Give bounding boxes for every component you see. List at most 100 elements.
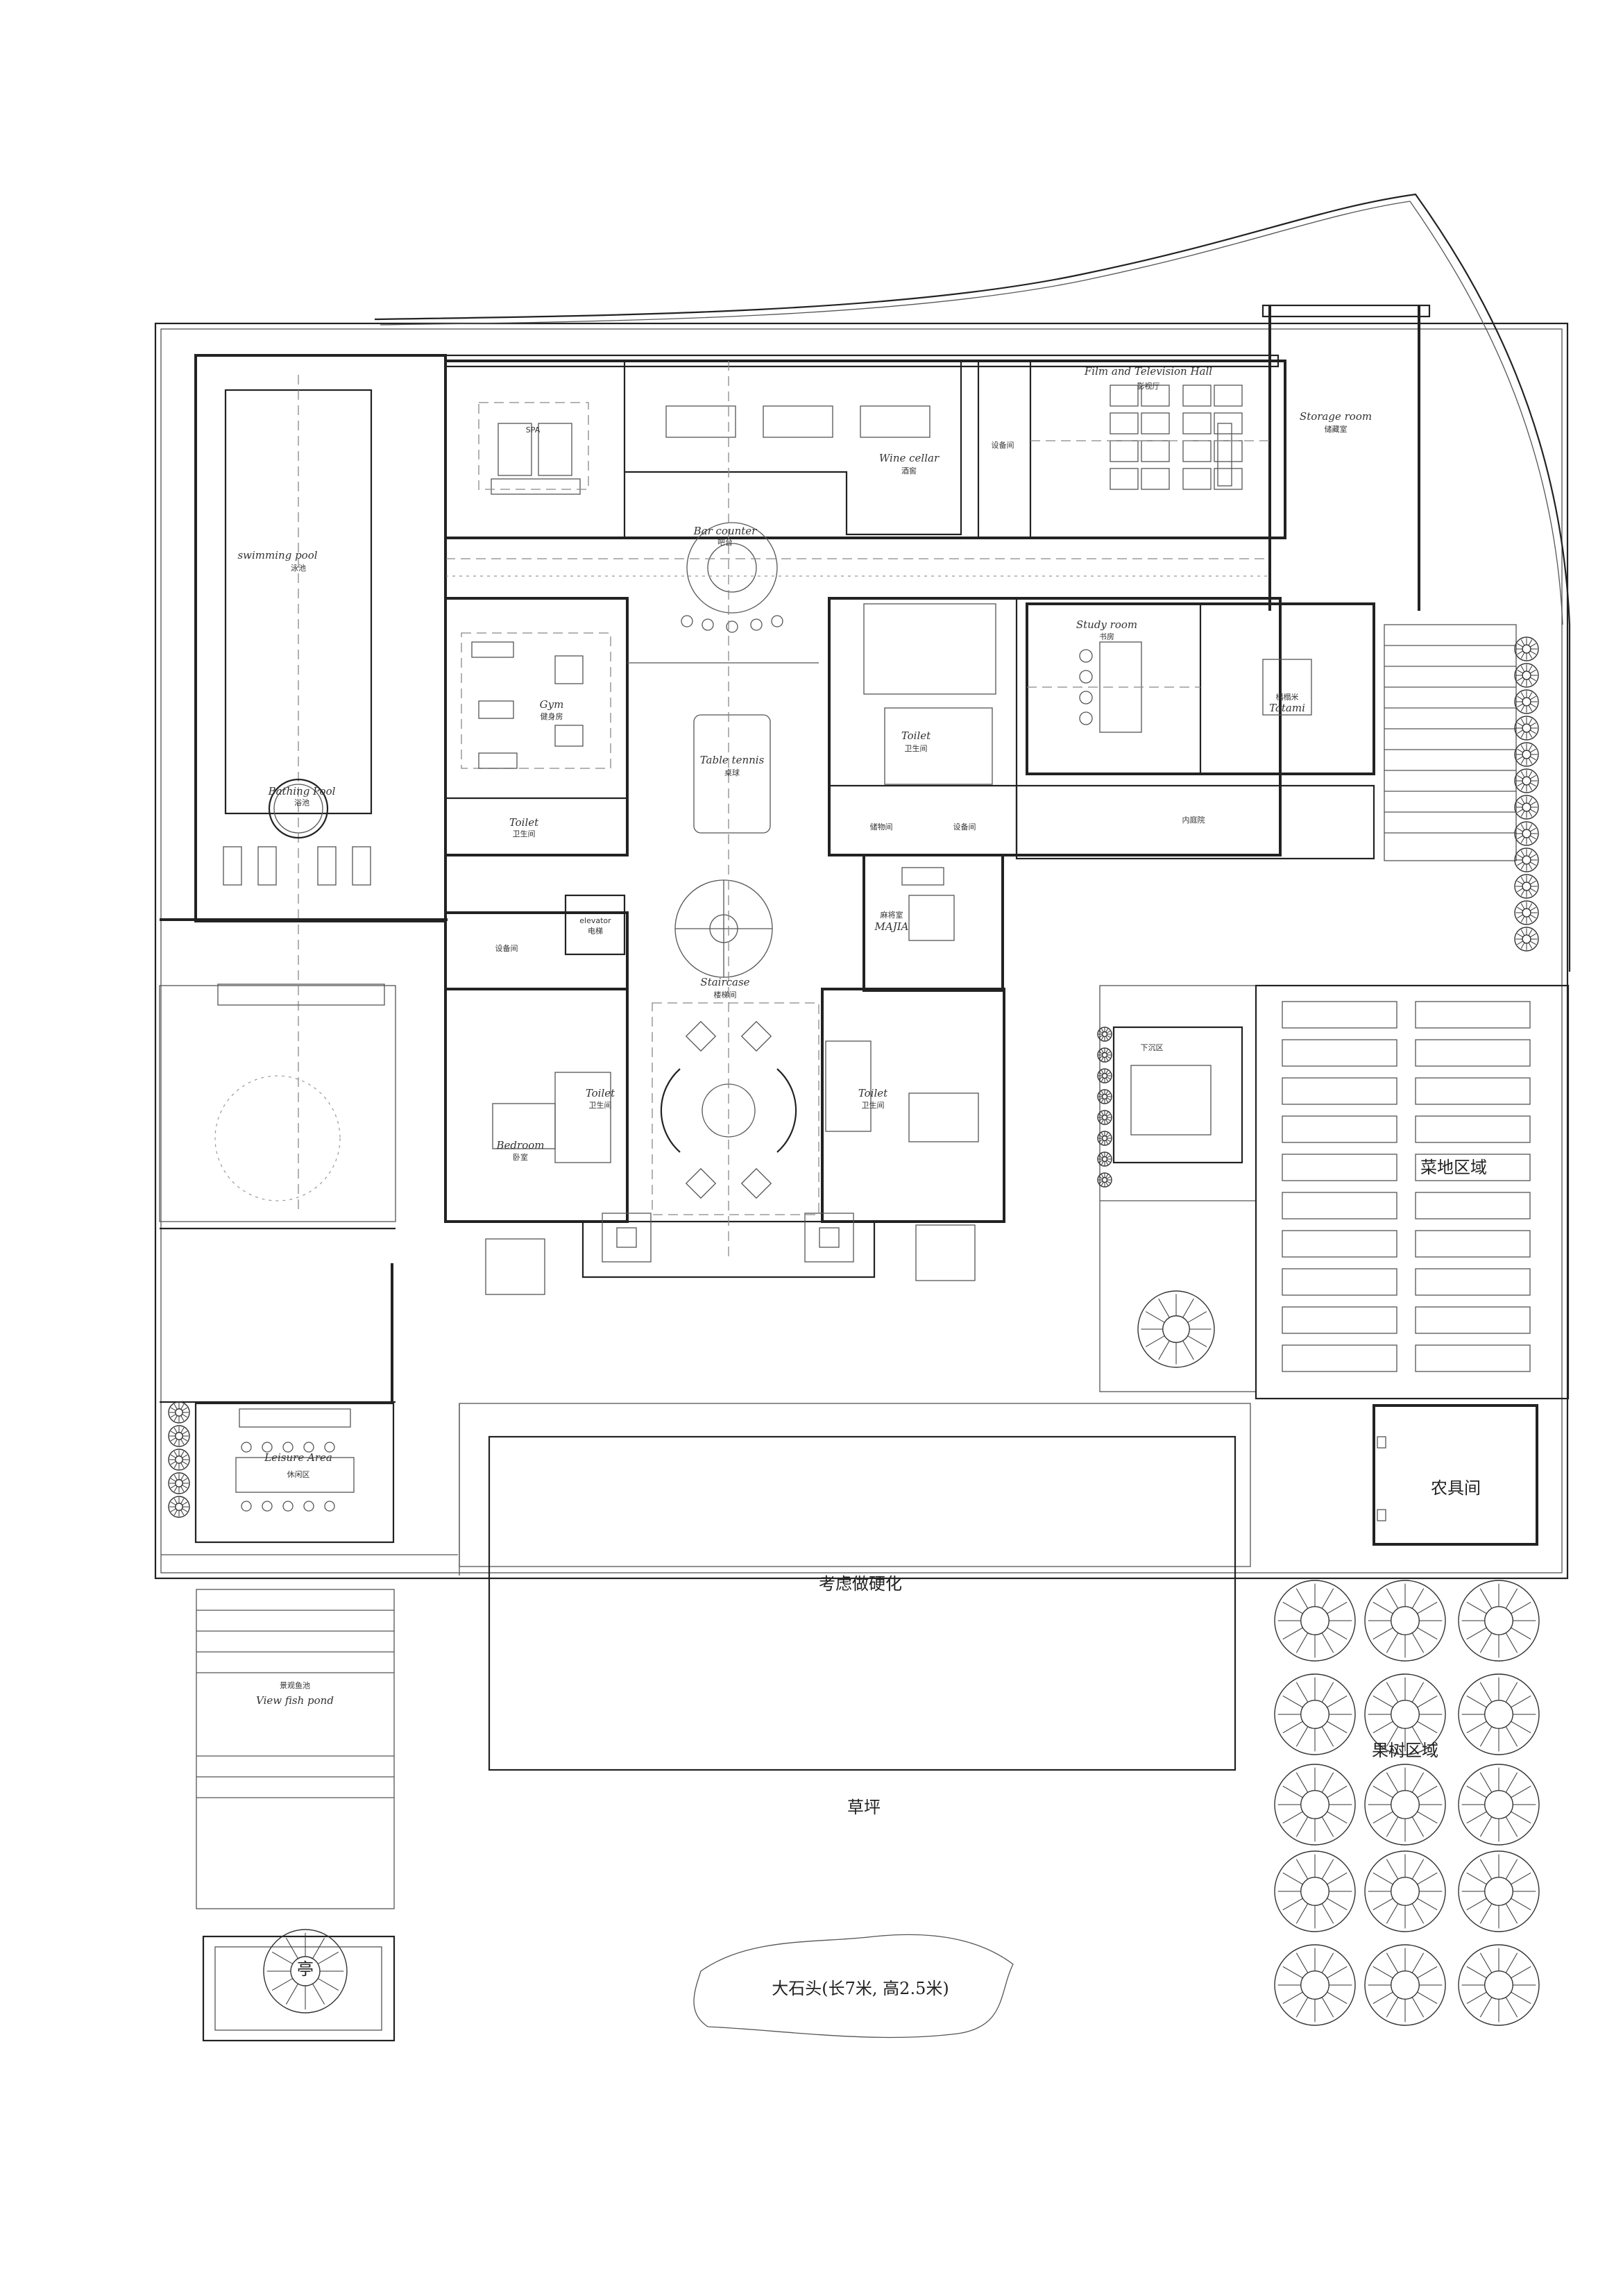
shrub-icon bbox=[1097, 1027, 1112, 1042]
table-tennis-label-cn: 桌球 bbox=[724, 768, 740, 777]
tree-icon bbox=[1364, 1850, 1446, 1932]
shrub-icon bbox=[1514, 636, 1539, 661]
equipment-room-top-label: 设备间 bbox=[992, 440, 1014, 450]
tree-icon bbox=[1274, 1764, 1356, 1846]
toilet-right-label-cn: 卫生间 bbox=[905, 743, 928, 753]
bedroom-label-cn: 卧室 bbox=[513, 1152, 528, 1162]
wine-cellar-label-cn: 酒窖 bbox=[901, 466, 917, 475]
tree-icon bbox=[1458, 1673, 1540, 1755]
fish-pond-area bbox=[196, 1589, 396, 2042]
shrub-icon bbox=[168, 1472, 190, 1494]
shrub-icon bbox=[1097, 1131, 1112, 1146]
hardening-label-cn: 考虑做硬化 bbox=[819, 1574, 902, 1594]
equipment-room-left-label-cn: 设备间 bbox=[495, 943, 518, 953]
big-stone-label-cn: 大石头(长7米, 高2.5米) bbox=[772, 1979, 949, 1998]
toilet-gym-label: Toilet bbox=[509, 816, 539, 829]
leisure-area-shape bbox=[161, 1402, 458, 1555]
pavilion-label-cn: 亭 bbox=[297, 1959, 314, 1979]
shrub-icon bbox=[1514, 927, 1539, 952]
shrub-icon bbox=[1097, 1068, 1112, 1083]
shrub-icon bbox=[1514, 663, 1539, 688]
shrub-icon bbox=[1514, 874, 1539, 899]
storage-room-label-cn: 储藏室 bbox=[1325, 424, 1348, 434]
shrub-icon bbox=[1097, 1047, 1112, 1063]
west-yard bbox=[159, 984, 396, 1403]
spa-label: SPA bbox=[526, 425, 541, 434]
bathing-pool-label-cn: 浴池 bbox=[294, 798, 309, 807]
tool-room-label-cn: 农具间 bbox=[1431, 1478, 1481, 1498]
study-room-label: Study room bbox=[1076, 618, 1137, 631]
elevator-label: elevator bbox=[579, 916, 611, 925]
shrub-icon bbox=[1097, 1172, 1112, 1188]
film-seats bbox=[1030, 385, 1270, 490]
exterior-stairs bbox=[1384, 624, 1517, 861]
swimming-pool-area bbox=[160, 354, 448, 1215]
wine-cellar-label: Wine cellar bbox=[879, 452, 940, 464]
shrub-icon bbox=[1097, 1110, 1112, 1125]
tatami-label-cn: 榻榻米 bbox=[1276, 692, 1299, 702]
inner-courtyard-label-cn: 内庭院 bbox=[1182, 815, 1205, 825]
bar-counter-label: Bar counter bbox=[693, 525, 758, 537]
shrub-icon bbox=[1514, 689, 1539, 714]
bathing-pool-label: Bathing Pool bbox=[268, 785, 336, 797]
fish-pond-label-cn: 景观鱼池 bbox=[280, 1680, 310, 1690]
storeroom-label-cn: 储物间 bbox=[870, 822, 893, 832]
leisure-area-label-cn: 休闲区 bbox=[287, 1469, 310, 1479]
toilet-right-label: Toilet bbox=[901, 729, 931, 742]
table-tennis-label: Table tennis bbox=[700, 754, 765, 766]
swimming-pool-label: swimming pool bbox=[237, 549, 317, 562]
shrub-icon bbox=[168, 1425, 190, 1447]
shrub-icon bbox=[1514, 847, 1539, 872]
tool-room-shape bbox=[1373, 1404, 1538, 1546]
vegetable-plots bbox=[1255, 984, 1570, 1400]
shrub-icon bbox=[1097, 1089, 1112, 1104]
staircase-label: Staircase bbox=[700, 976, 749, 988]
staircase-label-cn: 楼梯间 bbox=[714, 990, 737, 999]
film-hall-label: Film and Television Hall bbox=[1084, 365, 1212, 378]
toilet-bed-left-label: Toilet bbox=[586, 1087, 615, 1099]
shrub-icon bbox=[1514, 742, 1539, 767]
tree-icon bbox=[1458, 1944, 1540, 2026]
sunken-area-shape bbox=[1099, 985, 1257, 1392]
tree-icon bbox=[1274, 1850, 1356, 1932]
tree-icon bbox=[1458, 1764, 1540, 1846]
swimming-pool-label-cn: 泳池 bbox=[291, 563, 306, 573]
shrub-icon bbox=[1514, 716, 1539, 741]
equipment-room-mid-label-cn: 设备间 bbox=[953, 822, 976, 832]
mahjong-label-cn: 麻将室 bbox=[881, 910, 903, 920]
shrub-icon bbox=[168, 1496, 190, 1518]
study-room-label-cn: 书房 bbox=[1099, 632, 1114, 641]
shrub-icon bbox=[1514, 821, 1539, 846]
tree-icon bbox=[1137, 1290, 1215, 1368]
tree-icon bbox=[1364, 1580, 1446, 1662]
fruit-trees bbox=[168, 636, 1540, 2026]
vegetable-area-label-cn: 菜地区域 bbox=[1420, 1158, 1487, 1177]
tree-icon bbox=[1364, 1944, 1446, 2026]
storage-room-label: Storage room bbox=[1300, 410, 1372, 423]
mahjong-label: MAJIA bbox=[874, 920, 909, 933]
gym-label-cn: 健身房 bbox=[541, 711, 563, 721]
fruit-area-label-cn: 果树区域 bbox=[1372, 1741, 1438, 1760]
site-boundary bbox=[154, 193, 1571, 1580]
leisure-area-label: Leisure Area bbox=[264, 1451, 332, 1464]
shrub-icon bbox=[1514, 795, 1539, 820]
tree-icon bbox=[1364, 1764, 1446, 1846]
lawn-label-cn: 草坪 bbox=[847, 1798, 881, 1817]
film-hall-label-cn: 影视厅 bbox=[1137, 381, 1160, 391]
room-labels: swimming pool 泳池 Bathing Pool 浴池 SPA Win… bbox=[237, 365, 1487, 1998]
toilet-bed-right-label: Toilet bbox=[858, 1087, 888, 1099]
bar-counter-label-cn: 吧台 bbox=[717, 537, 733, 547]
shrub-icon bbox=[1514, 900, 1539, 925]
tree-icon bbox=[1274, 1673, 1356, 1755]
tatami-label: Tatami bbox=[1269, 702, 1305, 714]
bar-counter-shape bbox=[681, 522, 783, 633]
sunken-area-label-cn: 下沉区 bbox=[1141, 1043, 1164, 1052]
shrub-icon bbox=[1514, 768, 1539, 793]
toilet-bed-right-label-cn: 卫生间 bbox=[862, 1100, 885, 1110]
tree-icon bbox=[1458, 1850, 1540, 1932]
toilet-gym-label-cn: 卫生间 bbox=[513, 829, 536, 838]
shrub-icon bbox=[1097, 1151, 1112, 1167]
shrub-icon bbox=[168, 1449, 190, 1471]
toilet-bed-left-label-cn: 卫生间 bbox=[589, 1100, 612, 1110]
